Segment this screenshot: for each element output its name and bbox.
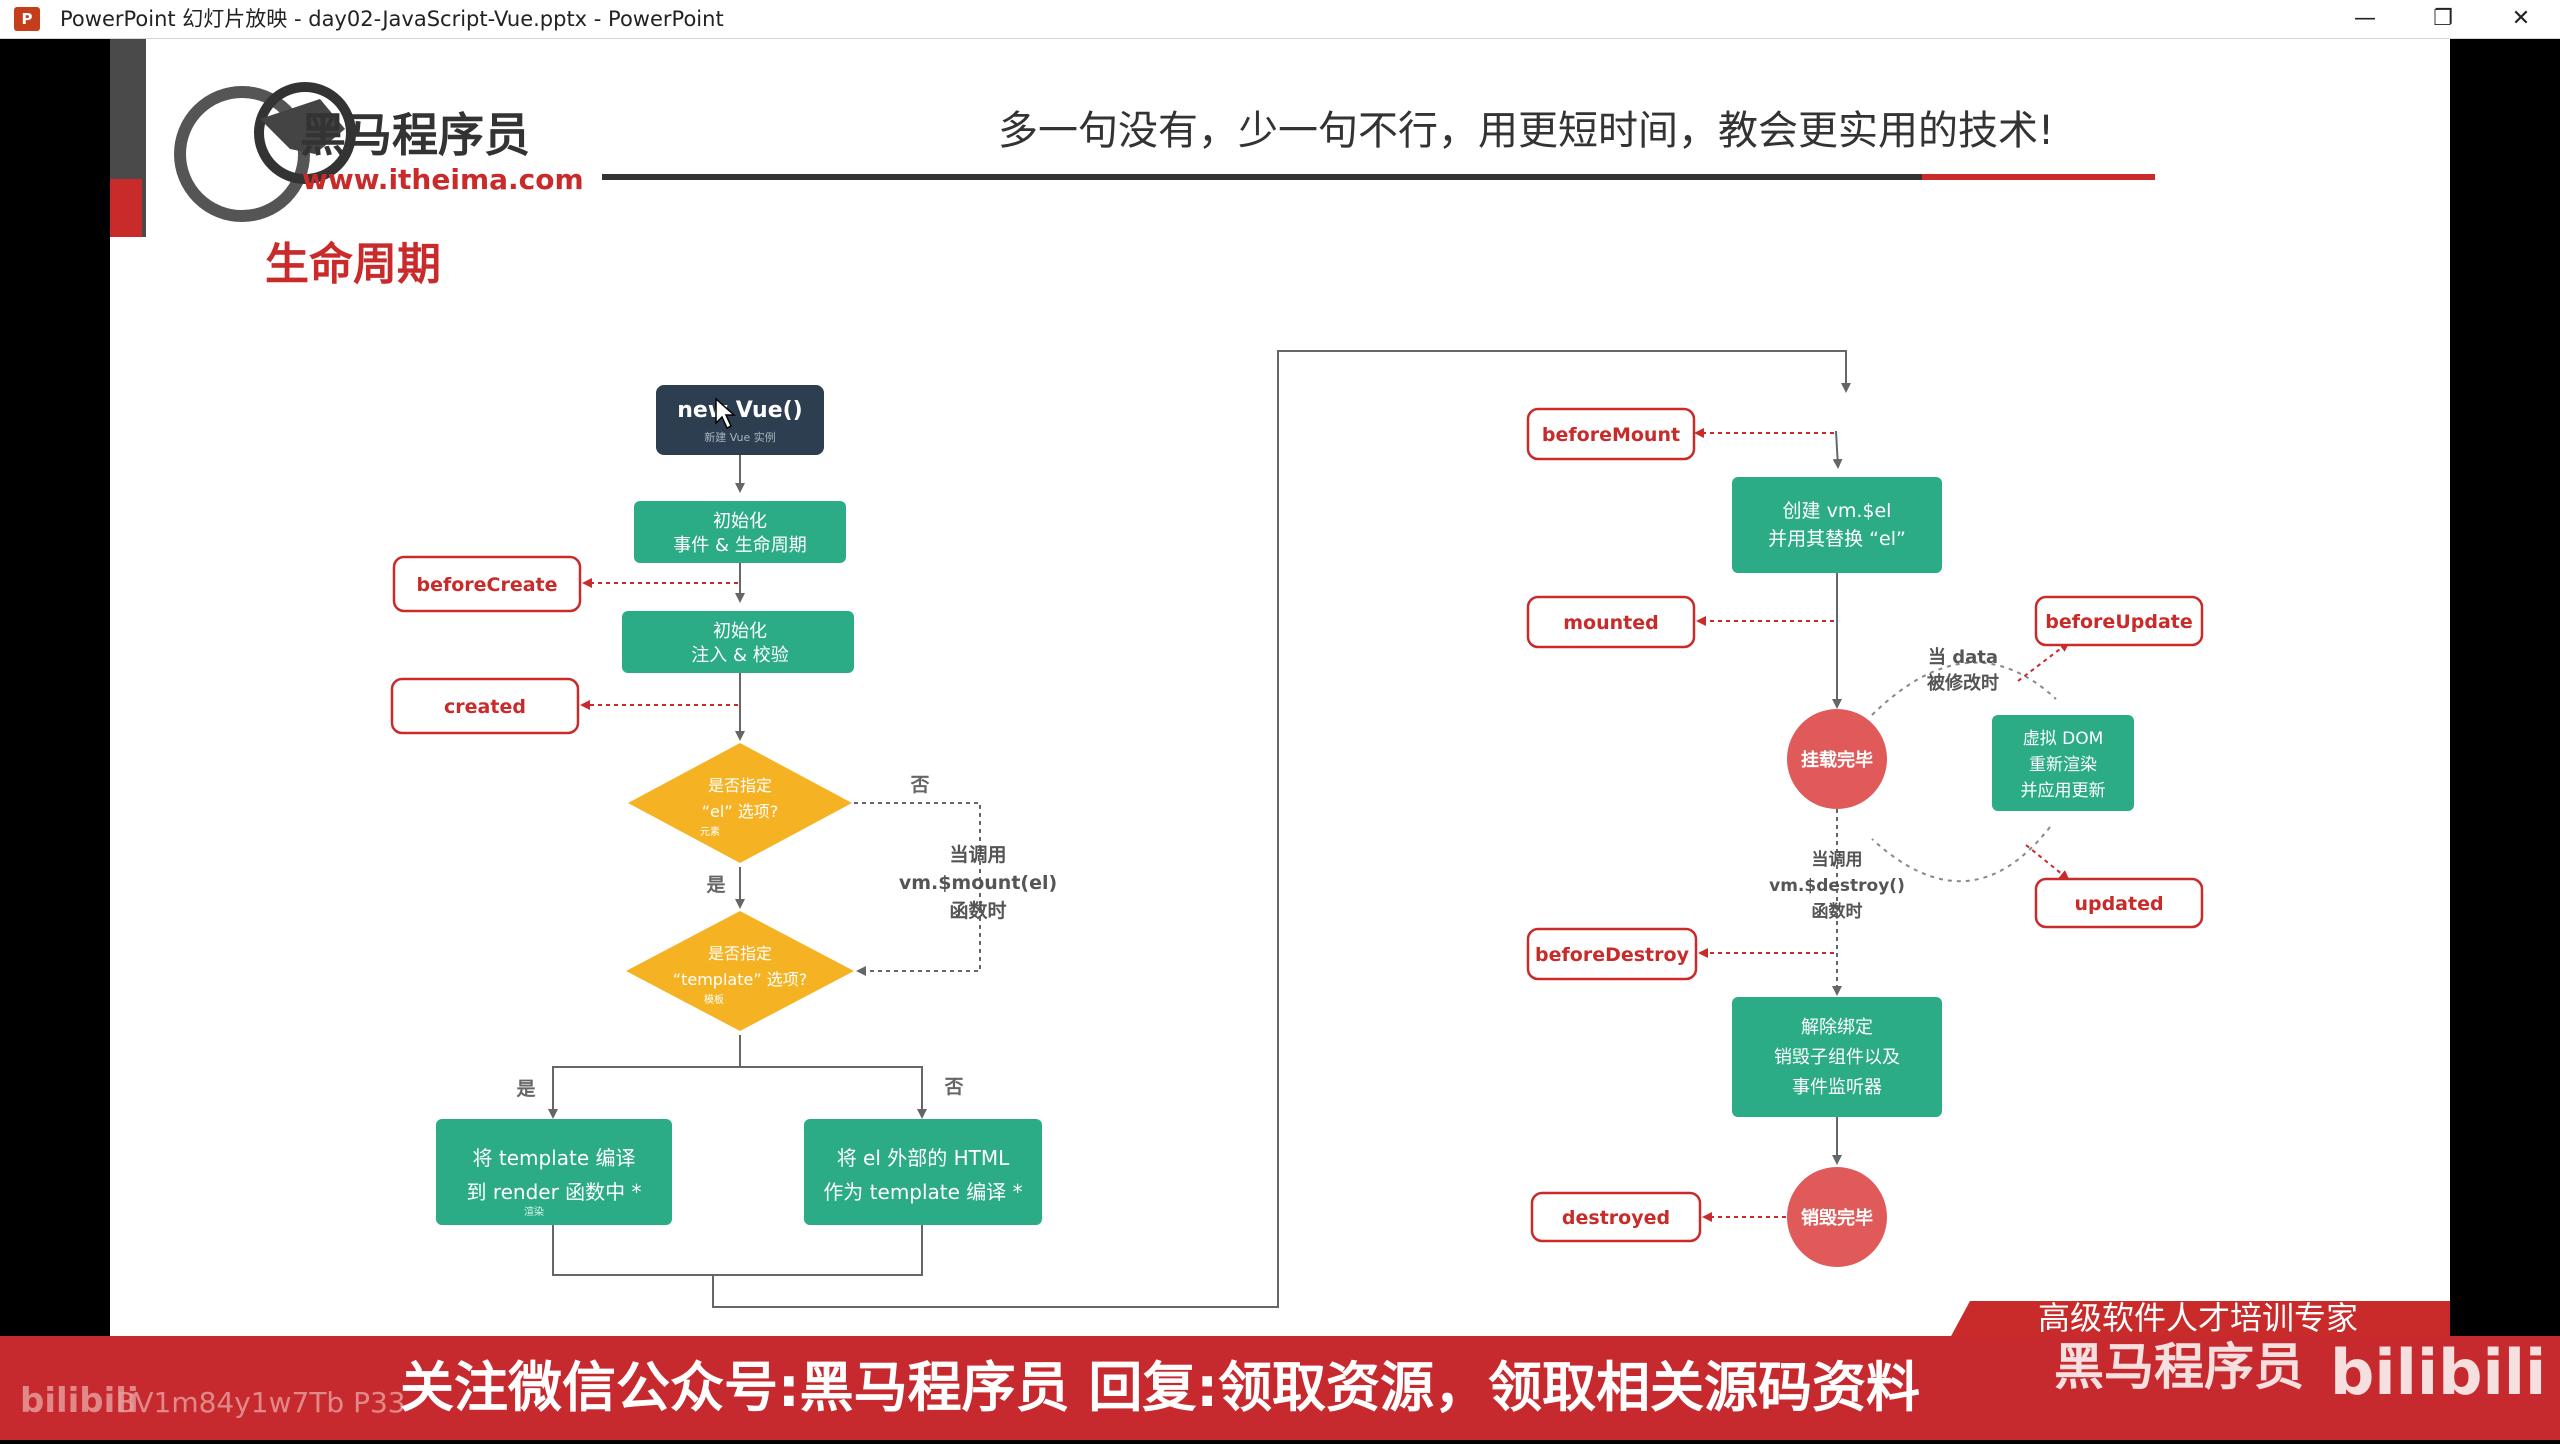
teardown-node: 解除绑定 销毁子组件以及 事件监听器	[1732, 997, 1942, 1117]
svg-text:是否指定: 是否指定	[708, 944, 772, 963]
bilibili-watermark-left: bilibili	[20, 1381, 139, 1421]
logo-url-text: www.itheima.com	[302, 163, 584, 196]
mount-note-line3: 函数时	[949, 899, 1006, 922]
yes-label-template: 是	[516, 1078, 535, 1100]
svg-text:创建 vm.$el: 创建 vm.$el	[1783, 500, 1892, 522]
header-rule-red	[1922, 174, 2155, 180]
promo-text: 关注微信公众号:黑马程序员 回复:领取资源，领取相关源码资料	[400, 1356, 1920, 1419]
mounted-hook: mounted	[1526, 595, 1696, 649]
restore-button[interactable]: ❐	[2433, 6, 2453, 31]
before-mount-hook: beforeMount	[1526, 407, 1696, 461]
svg-text:beforeUpdate: beforeUpdate	[2045, 611, 2192, 633]
init-events-lifecycle-node: 初始化 事件 & 生命周期	[634, 501, 846, 563]
svg-text:beforeCreate: beforeCreate	[416, 574, 557, 596]
slogan-text: 多一句没有，少一句不行，用更短时间，教会更实用的技术!	[998, 108, 2054, 154]
svg-text:新建 Vue 实例: 新建 Vue 实例	[704, 430, 776, 444]
data-change-note-line2: 被修改时	[1927, 672, 1999, 694]
svg-text:注入 & 校验: 注入 & 校验	[691, 645, 788, 666]
virtual-dom-rerender-node: 虚拟 DOM 重新渲染 并应用更新	[1992, 715, 2134, 811]
close-button[interactable]: ✕	[2511, 6, 2531, 31]
svg-text:beforeDestroy: beforeDestroy	[1535, 944, 1690, 966]
svg-text:并用其替换 “el”: 并用其替换 “el”	[1768, 528, 1906, 550]
svg-text:将 el 外部的 HTML: 将 el 外部的 HTML	[837, 1146, 1010, 1170]
svg-text:beforeMount: beforeMount	[1542, 424, 1680, 446]
svg-text:created: created	[444, 696, 526, 718]
svg-text:重新渲染: 重新渲染	[2029, 755, 2097, 775]
svg-text:解除绑定: 解除绑定	[1801, 1017, 1873, 1038]
el-option-decision: 是否指定 “el” 选项? 元素	[628, 743, 852, 863]
minimize-button[interactable]: —	[2354, 6, 2376, 31]
mount-note-line2: vm.$mount(el)	[899, 872, 1057, 894]
no-label-el: 否	[909, 774, 929, 796]
window-titlebar: P PowerPoint 幻灯片放映 - day02-JavaScript-Vu…	[0, 0, 2560, 39]
logo-brand-text: 黑马程序员	[300, 108, 530, 162]
svg-text:“template” 选项?: “template” 选项?	[673, 970, 807, 989]
created-hook: created	[390, 677, 580, 735]
compile-template-node: 将 template 编译 到 render 函数中 * 渲染	[436, 1119, 672, 1225]
svg-text:并应用更新: 并应用更新	[2021, 781, 2106, 801]
bilibili-watermark-right: bilibili	[2330, 1336, 2546, 1409]
create-vm-el-node: 创建 vm.$el 并用其替换 “el”	[1732, 477, 1942, 573]
slide-canvas: 黑马程序员 www.itheima.com 多一句没有，少一句不行，用更短时间，…	[110, 39, 2450, 1375]
svg-text:虚拟 DOM: 虚拟 DOM	[2023, 729, 2104, 749]
svg-text:销毁子组件以及: 销毁子组件以及	[1774, 1047, 1900, 1068]
mouse-cursor-icon	[715, 397, 736, 430]
destroy-note-line1: 当调用	[1812, 849, 1863, 870]
brand-watermark: 黑马程序员	[2054, 1338, 2304, 1396]
svg-text:模板: 模板	[704, 993, 724, 1006]
window-title: PowerPoint 幻灯片放映 - day02-JavaScript-Vue.…	[60, 7, 724, 31]
data-change-note-line1: 当 data	[1928, 646, 1998, 668]
new-vue-node: new Vue() 新建 Vue 实例	[656, 385, 824, 455]
slide-heading: 生命周期	[265, 239, 441, 290]
logo-horse-icon	[174, 82, 356, 222]
init-injections-node: 初始化 注入 & 校验	[622, 611, 854, 673]
svg-text:销毁完毕: 销毁完毕	[1801, 1207, 1873, 1229]
svg-text:事件 & 生命周期: 事件 & 生命周期	[673, 535, 806, 556]
before-update-hook: beforeUpdate	[2034, 595, 2204, 647]
destroyed-circle: 销毁完毕	[1787, 1167, 1887, 1267]
svg-text:到 render 函数中 *: 到 render 函数中 *	[466, 1180, 641, 1204]
svg-text:将 template 编译: 将 template 编译	[473, 1146, 636, 1170]
svg-text:初始化: 初始化	[713, 511, 767, 532]
promo-banner: bilibili BV1m84y1w7Tb P33 关注微信公众号:黑马程序员 …	[0, 1336, 2560, 1440]
powerpoint-icon: P	[14, 7, 40, 31]
slide[interactable]: 黑马程序员 www.itheima.com 多一句没有，少一句不行，用更短时间，…	[110, 39, 2450, 1440]
destroyed-hook: destroyed	[1530, 1191, 1702, 1243]
destroy-note-line3: 函数时	[1812, 901, 1863, 922]
template-option-decision: 是否指定 “template” 选项? 模板	[626, 911, 854, 1031]
before-destroy-hook: beforeDestroy	[1526, 927, 1698, 981]
no-label-template: 否	[943, 1076, 963, 1098]
svg-text:挂载完毕: 挂载完毕	[1801, 749, 1873, 771]
svg-text:mounted: mounted	[1563, 612, 1658, 634]
svg-text:事件监听器: 事件监听器	[1792, 1077, 1882, 1098]
before-create-hook: beforeCreate	[392, 555, 582, 613]
footer-tag-text: 高级软件人才培训专家	[2038, 1299, 2358, 1337]
svg-text:updated: updated	[2074, 893, 2163, 915]
left-red-block	[110, 179, 142, 237]
mount-note-line1: 当调用	[949, 843, 1006, 866]
svg-text:初始化: 初始化	[713, 621, 767, 642]
mounted-circle: 挂载完毕	[1787, 709, 1887, 809]
compile-outer-html-node: 将 el 外部的 HTML 作为 template 编译 *	[804, 1119, 1042, 1225]
header-rule-dark	[602, 174, 2122, 180]
svg-text:destroyed: destroyed	[1562, 1207, 1670, 1229]
svg-text:元素: 元素	[700, 825, 720, 838]
svg-text:new Vue(): new Vue()	[677, 398, 803, 423]
svg-text:“el” 选项?: “el” 选项?	[702, 802, 778, 821]
video-id-text: BV1m84y1w7Tb P33	[116, 1386, 406, 1419]
svg-text:作为 template 编译 *: 作为 template 编译 *	[823, 1180, 1022, 1204]
yes-label-el: 是	[706, 874, 725, 896]
svg-text:是否指定: 是否指定	[708, 776, 772, 795]
svg-text:渲染: 渲染	[524, 1205, 544, 1218]
slideshow-stage[interactable]: 黑马程序员 www.itheima.com 多一句没有，少一句不行，用更短时间，…	[0, 39, 2560, 1440]
destroy-note-line2: vm.$destroy()	[1769, 876, 1905, 896]
updated-hook: updated	[2034, 877, 2204, 929]
